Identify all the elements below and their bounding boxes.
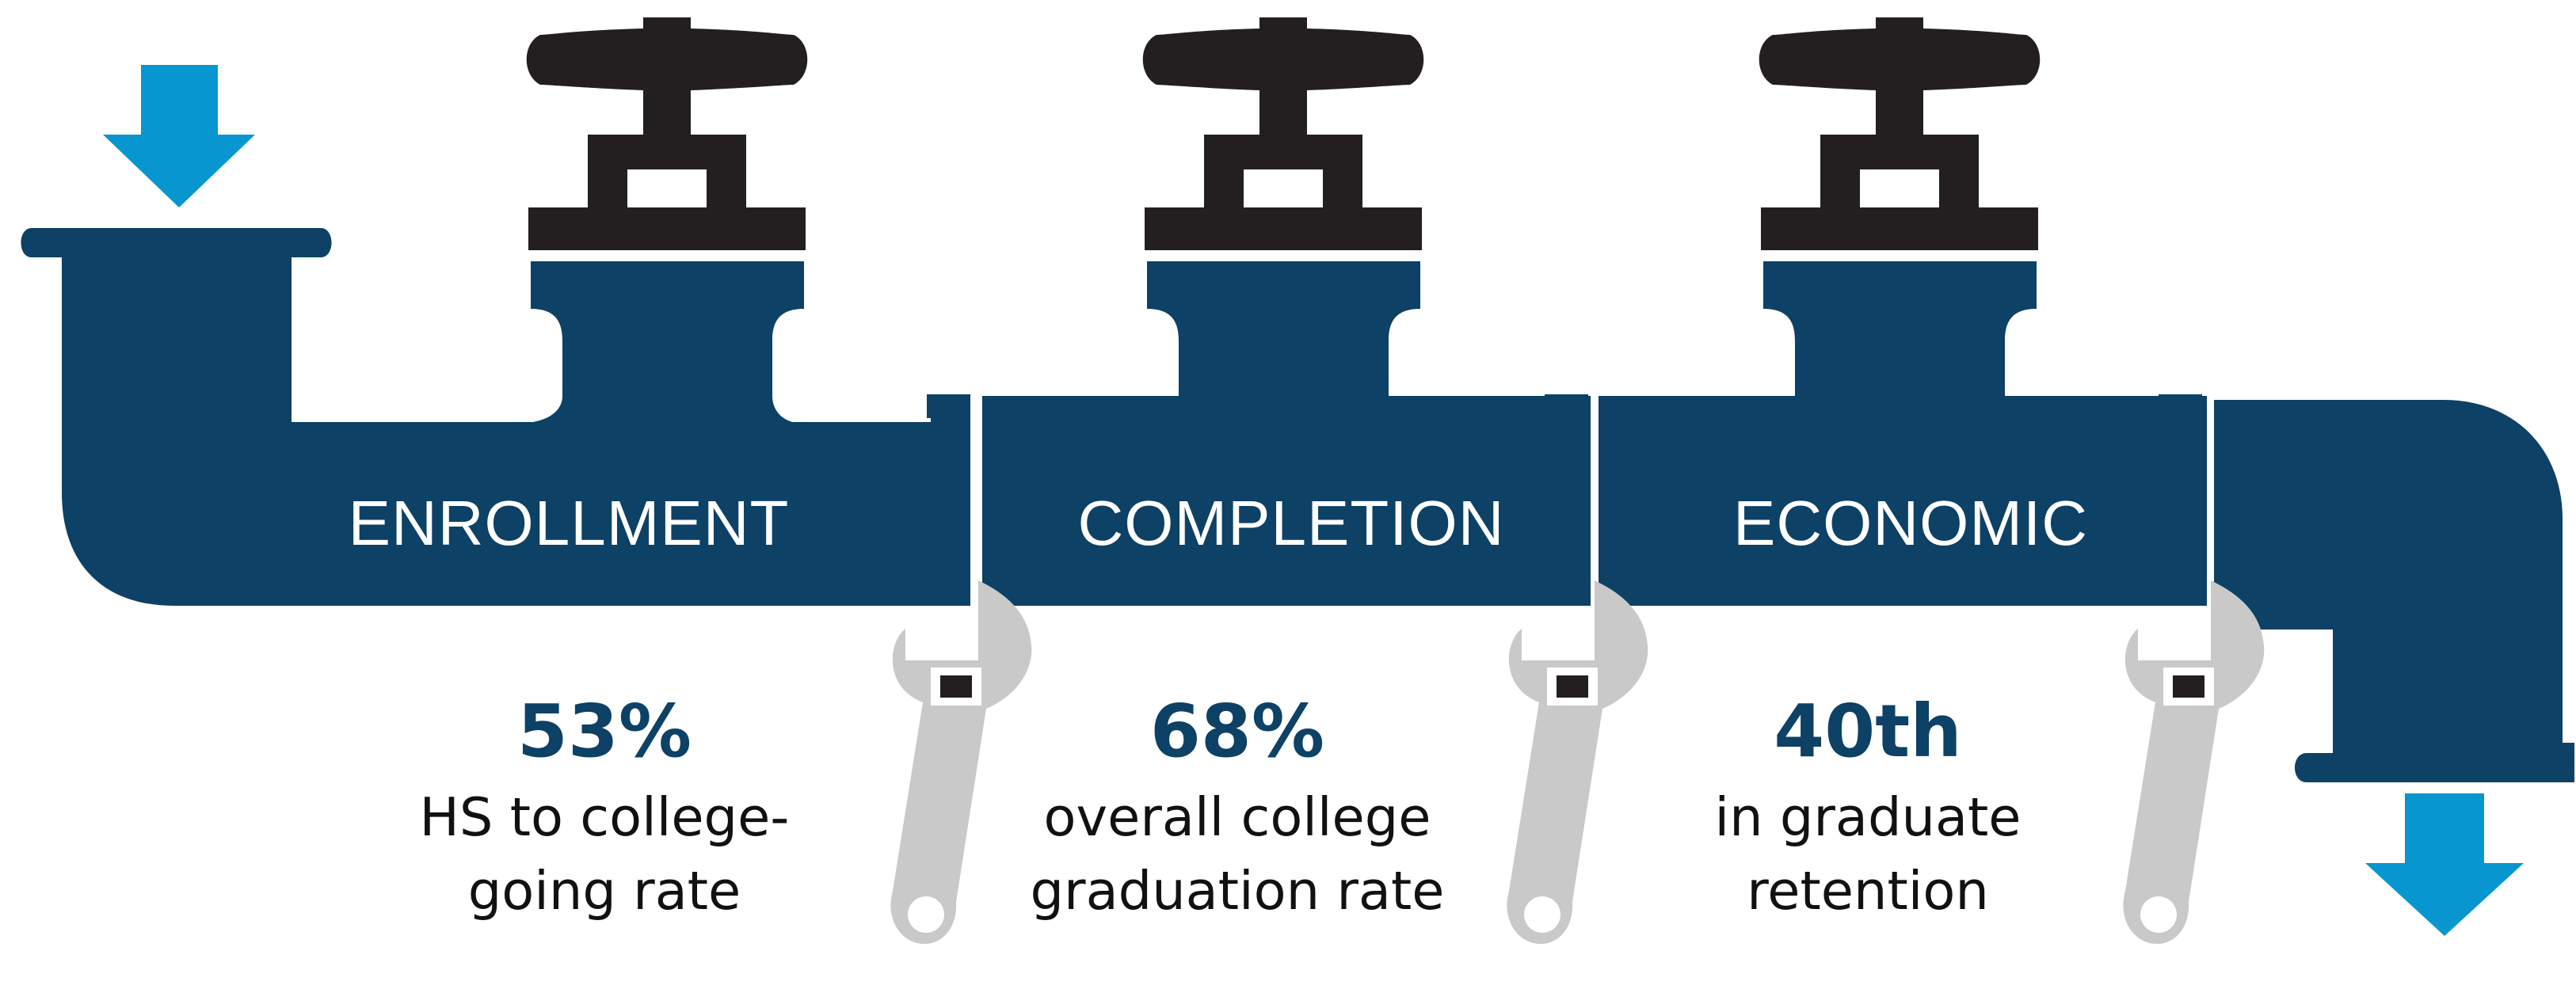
valve-body-3 [1747,261,2037,424]
wrench-icon [1507,580,1648,944]
wrench-icon [890,580,1032,944]
stat-description-line: retention [1747,860,1989,922]
stat-value: 40th [1774,689,1962,774]
flange-3 [2159,394,2202,418]
stat-value: 68% [1150,689,1324,774]
valve-body-1 [515,261,804,424]
intake-pipe [21,228,931,606]
flange-1 [927,394,970,418]
pipe-seams [974,392,2212,637]
segment-label-completion: COMPLETION [1078,488,1505,558]
stat-description-line: overall college [1043,786,1431,848]
segment-label-enrollment: ENROLLMENT [349,488,790,558]
stat-completion: 68% overall college graduation rate [1031,689,1445,922]
valve-handle-icon [1142,17,1424,250]
arrow-down-icon [2365,793,2524,936]
stat-enrollment: 53% HS to college- going rate [420,689,790,922]
stat-description-line: HS to college- [420,786,790,848]
segment-label-economic: ECONOMIC [1733,488,2088,558]
arrow-down-icon [103,65,255,207]
valve-body-2 [1131,261,1420,424]
outflow-pipe [2214,400,2574,782]
stat-description-line: in graduate [1714,786,2021,848]
pipe-run-3 [1599,396,2208,606]
stat-value: 53% [517,689,692,774]
stat-economic: 40th in graduate retention [1714,689,2021,922]
wrench-icon [2123,580,2265,944]
stat-description-line: going rate [468,860,741,922]
valve-handle-icon [526,17,808,250]
flange-2 [1545,394,1588,418]
pipe-run-2b [982,422,1592,606]
pipe-run-1 [931,396,970,606]
valve-handle-icon [1759,17,2041,250]
pipe-body [21,228,2574,782]
stat-description-line: graduation rate [1031,860,1445,922]
